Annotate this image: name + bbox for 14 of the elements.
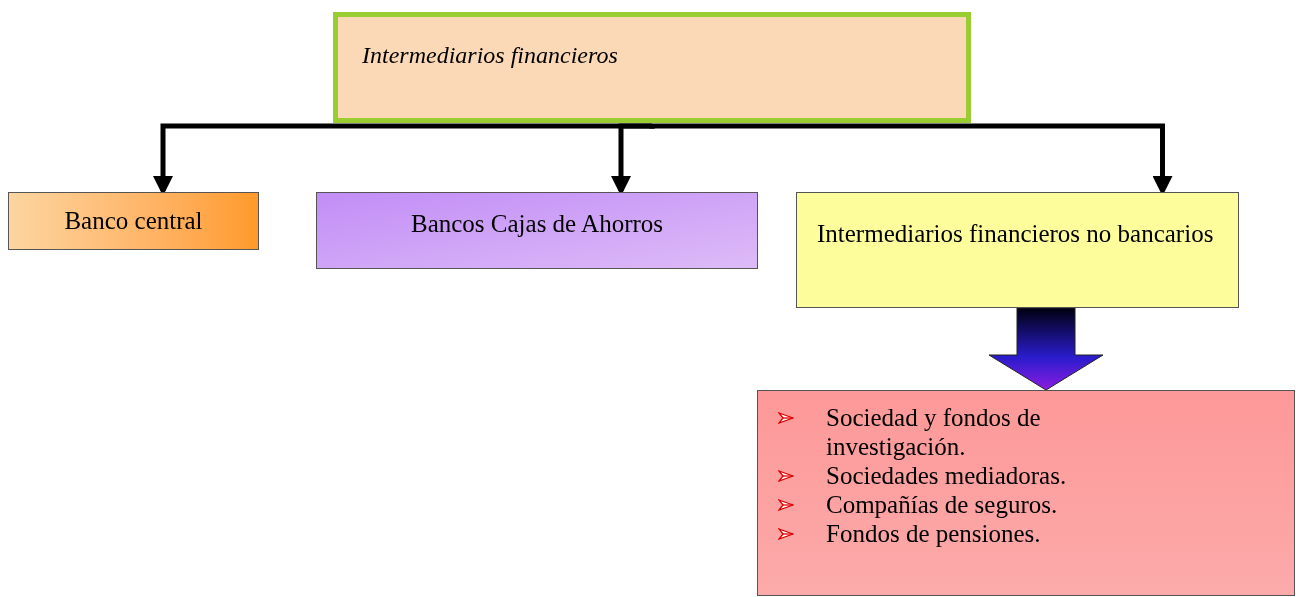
list-box [757, 390, 1295, 596]
box-label: Intermediarios financieros no bancarios [817, 219, 1215, 249]
process-box [796, 192, 1239, 308]
process-box [316, 192, 758, 269]
box-label: Bancos Cajas de Ahorros [410, 209, 663, 239]
list-item: Sociedad y fondos de investigación. [826, 403, 1042, 461]
list-item: Fondos de pensiones. [826, 519, 1041, 548]
list-item: Compañías de seguros. [826, 490, 1058, 519]
list-item: Sociedades mediadoras. [826, 461, 1067, 490]
process-box [8, 192, 259, 250]
block-arrow [988, 307, 1104, 391]
box-label: Banco central [64, 206, 203, 237]
box-label: Intermediarios financieros [362, 41, 619, 70]
title-box [333, 12, 971, 123]
